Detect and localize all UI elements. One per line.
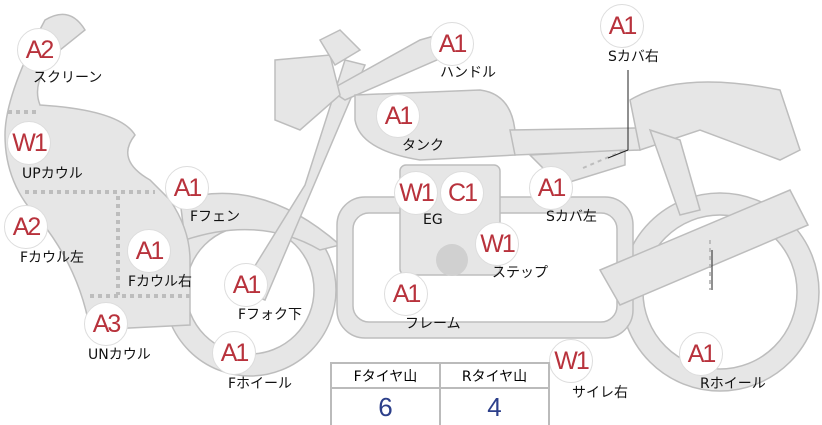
grade-badge-engine-w[interactable]: W1 (394, 171, 438, 215)
label-f-fender: Fフェン (190, 209, 241, 225)
grade-badge-f-cowl-left[interactable]: A2 (4, 205, 48, 249)
header-front-tire: Fタイヤ山 (330, 362, 441, 389)
label-tank: タンク (402, 138, 444, 154)
label-f-cowl-right: Fカウル右 (128, 274, 193, 290)
grade-badge-f-cowl-right[interactable]: A1 (127, 229, 171, 273)
header-rear-tire: Rタイヤ山 (439, 362, 550, 389)
grade-badge-silencer-right[interactable]: W1 (549, 339, 593, 383)
label-frame: フレーム (405, 316, 461, 332)
grade-badge-f-fender[interactable]: A1 (165, 166, 209, 210)
grade-badge-r-wheel[interactable]: A1 (679, 332, 723, 376)
value-rear-tire: 4 (439, 387, 550, 425)
label-up-cowl: UPカウル (22, 166, 83, 182)
label-step: ステップ (492, 265, 548, 281)
label-side-cover-left: Sカバ左 (546, 209, 597, 225)
grade-badge-tank[interactable]: A1 (376, 94, 420, 138)
label-un-cowl: UNカウル (88, 347, 151, 363)
label-silencer-right: サイレ右 (572, 385, 628, 401)
grade-badge-step[interactable]: W1 (475, 222, 519, 266)
label-side-cover-right: Sカバ右 (608, 49, 659, 65)
label-screen: スクリーン (33, 70, 103, 86)
label-handle: ハンドル (440, 65, 496, 81)
label-r-wheel: Rホイール (700, 376, 766, 392)
grade-badge-f-fork-lower[interactable]: A1 (224, 263, 268, 307)
grade-badge-engine-c[interactable]: C1 (440, 171, 484, 215)
value-front-tire: 6 (330, 387, 441, 425)
label-f-fork-lower: Fフォク下 (238, 307, 303, 323)
grade-badge-side-cover-right[interactable]: A1 (600, 4, 644, 48)
grade-badge-screen[interactable]: A2 (17, 28, 61, 72)
tire-tread-table: Fタイヤ山 Rタイヤ山 6 4 (330, 362, 550, 425)
grade-badge-side-cover-left[interactable]: A1 (529, 166, 573, 210)
label-engine: EG (423, 212, 443, 228)
grade-badge-frame[interactable]: A1 (384, 272, 428, 316)
grade-badge-handle[interactable]: A1 (430, 22, 474, 66)
grade-badge-un-cowl[interactable]: A3 (84, 302, 128, 346)
label-f-cowl-left: Fカウル左 (20, 250, 85, 266)
label-f-wheel: Fホイール (228, 376, 293, 392)
grade-badge-f-wheel[interactable]: A1 (212, 331, 256, 375)
grade-badge-up-cowl[interactable]: W1 (7, 121, 51, 165)
